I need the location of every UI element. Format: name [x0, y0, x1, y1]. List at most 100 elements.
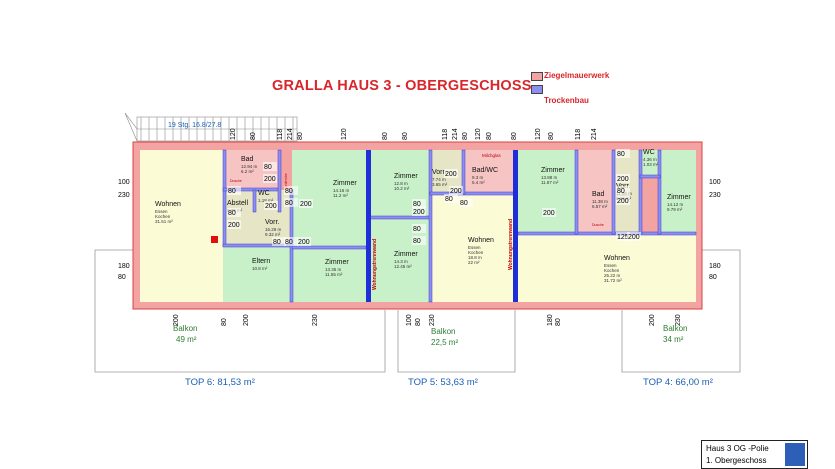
room-name: Vorr.: [265, 219, 279, 226]
room-detail: 9.3 m: [472, 175, 484, 180]
door-width: 125: [617, 234, 629, 241]
room-fill-wohnen-top6: [140, 150, 223, 302]
dimension-top: 80: [486, 132, 493, 140]
room-fill-zimmer-f: [660, 150, 696, 234]
room-name: Zimmer: [325, 259, 349, 266]
dimension-right: 180: [709, 263, 721, 270]
room-detail: Kochen: [604, 268, 620, 273]
dimension-bottom: 80: [221, 318, 228, 326]
stair-label: 19 Stg. 16.8/27.8: [168, 122, 221, 129]
room-fill-eltern: [223, 246, 292, 302]
door-box: [297, 237, 311, 246]
room-detail: 11.87 m²: [541, 180, 559, 185]
title-block: Haus 3 OG -Polie 1. Obergeschoss: [701, 440, 808, 469]
room-detail: 14.16 m: [333, 188, 350, 193]
dimension-top: 214: [591, 128, 598, 140]
room-detail: 9.79 m²: [667, 207, 683, 212]
door-box: [616, 186, 630, 195]
room-detail: 4.36 m: [643, 157, 657, 162]
title-block-line2: 1. Obergeschoss: [706, 456, 767, 465]
door-width: 80: [285, 200, 293, 207]
room-name: Wohnen: [468, 237, 494, 244]
room-name: Abstell: [227, 200, 248, 207]
door-box: [284, 237, 298, 246]
dimension-top: 214: [287, 128, 294, 140]
dimension-top: 118: [575, 129, 582, 140]
dimension-left: 180: [118, 263, 130, 270]
room-detail: 16.29 m: [265, 227, 282, 232]
door-box: [284, 186, 298, 195]
door-box: [616, 232, 630, 241]
door-width: 80: [285, 188, 293, 195]
door-box: [444, 194, 458, 203]
room-detail: 12.45 m²: [394, 264, 412, 269]
door-box: [444, 169, 458, 178]
door-box: [616, 196, 630, 205]
legend-label-drywall: Trockenbau: [544, 96, 589, 105]
door-width: 80: [413, 201, 421, 208]
door-width: 80: [264, 164, 272, 171]
door-width: 200: [264, 176, 276, 183]
dimension-left: 230: [118, 192, 130, 199]
door-width: 200: [300, 201, 312, 208]
room-detail: 13.35 m: [325, 267, 342, 272]
room-fill-wc-top4: [640, 150, 660, 176]
door-width: 80: [413, 238, 421, 245]
dimension-top: 80: [462, 132, 469, 140]
door-width: 200: [445, 171, 457, 178]
note-dusche-1: Dusche: [230, 179, 242, 183]
dimension-left: 80: [118, 274, 126, 281]
door-width: 200: [617, 198, 629, 205]
door-width: 80: [285, 239, 293, 246]
room-fill-wohnen-top5: [430, 194, 514, 302]
door-box: [616, 174, 630, 183]
room-detail: 12.8 m: [394, 181, 408, 186]
balcony-area-3: 34 m²: [663, 335, 684, 344]
dimension-top: 120: [341, 128, 348, 140]
room-detail: 1.03 m²: [643, 162, 659, 167]
room-fill-badwc-top5: [464, 150, 514, 194]
room-name: Wohnen: [155, 201, 181, 208]
door-width: 200: [543, 210, 555, 217]
door-width: 80: [617, 151, 625, 158]
room-name: Bad/WC: [472, 167, 498, 174]
room-name: Bad: [592, 191, 605, 198]
door-box: [412, 207, 426, 216]
room-name: WC: [643, 149, 655, 156]
dimension-right: 230: [709, 192, 721, 199]
door-box: [227, 186, 241, 195]
room-fill-zimmer-b: [292, 248, 366, 302]
door-box: [263, 162, 277, 171]
party-wall-1: [366, 150, 371, 302]
door-width: 80: [617, 188, 625, 195]
dimension-bottom: 100: [406, 314, 413, 326]
balcony-name-2: Balkon: [431, 327, 455, 336]
page-title: GRALLA HAUS 3 - OBERGESCHOSS: [272, 78, 532, 94]
door-width: 200: [228, 222, 240, 229]
unit-label-top5: TOP 5: 53,63 m²: [408, 377, 478, 388]
dimension-right: 80: [709, 274, 717, 281]
room-name: Wohnen: [604, 255, 630, 262]
balcony-name-1: Balkon: [173, 324, 197, 333]
room-detail: Essen: [468, 245, 481, 250]
room-detail: 25.22 m: [604, 273, 621, 278]
balcony-area-1: 49 m²: [176, 335, 197, 344]
room-detail: 31.51 m²: [155, 219, 173, 224]
dimension-bottom: 200: [649, 314, 656, 326]
dimension-bottom: 200: [243, 314, 250, 326]
room-name: WC: [258, 190, 270, 197]
room-detail: 10.8 m²: [252, 266, 268, 271]
door-width: 80: [273, 239, 281, 246]
dimension-bottom: 230: [675, 314, 682, 326]
dimension-top: 80: [511, 132, 518, 140]
room-detail: 31.72 m²: [604, 278, 622, 283]
door-width: 80: [460, 200, 468, 207]
room-fill-zimmer-e: [518, 150, 576, 234]
room-fill-wohnen-top4: [518, 234, 696, 302]
room-detail: 5.4 m²: [472, 180, 485, 185]
note-milchglas: Milchglas: [482, 153, 502, 158]
balcony-outline-mid: [397, 310, 516, 373]
legend-swatch-brick: [531, 72, 543, 81]
door-box: [284, 198, 298, 207]
